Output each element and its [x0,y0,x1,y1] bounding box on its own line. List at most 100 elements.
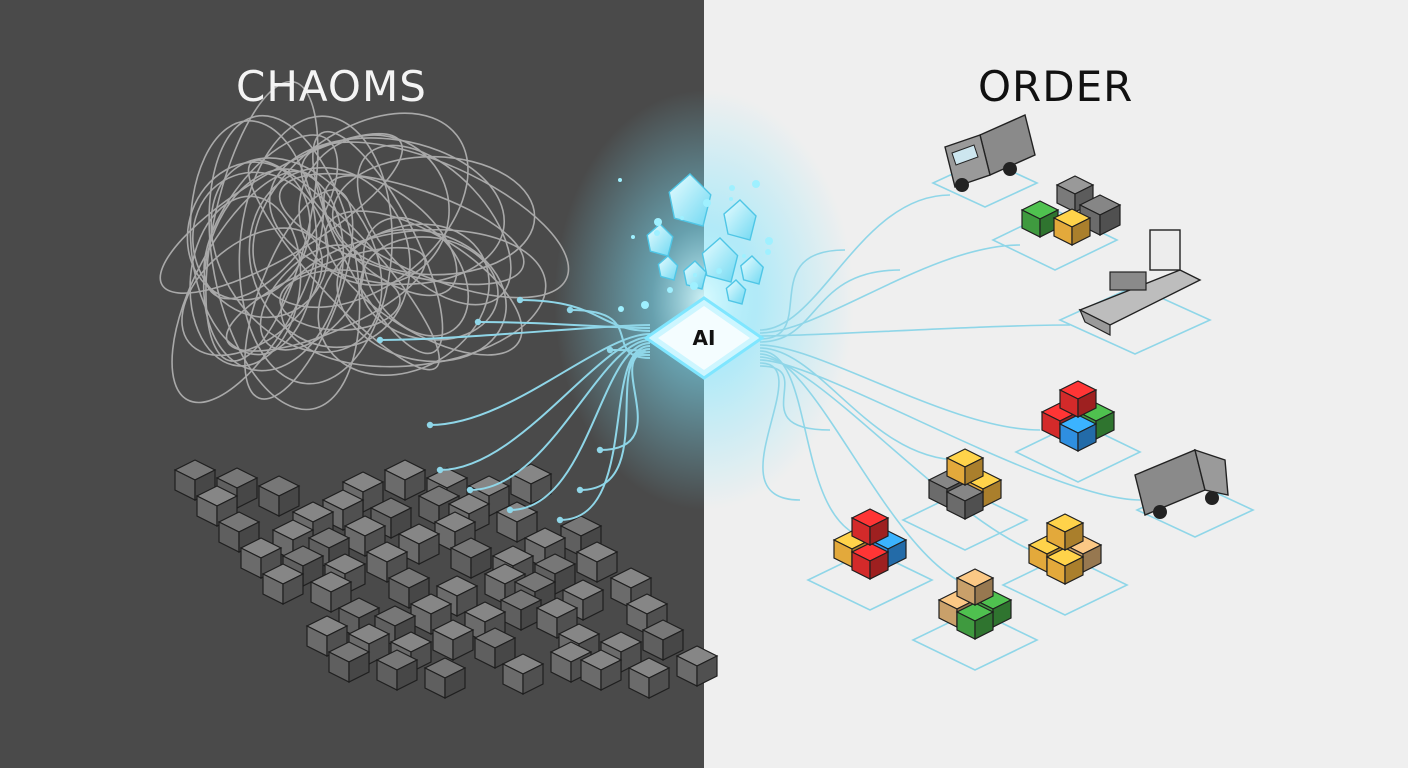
order-cube [850,508,890,546]
wire-loop [248,166,411,349]
cube-pile-icon [173,459,719,699]
flow-line [569,309,651,359]
flow-line [759,244,1021,334]
spark-dot [641,301,649,309]
flow-line [759,194,951,331]
ship-icon [1078,229,1202,336]
ai-chip-label: AI [693,326,716,350]
platform-outline [1014,421,1142,483]
chaos-connection-lines [376,296,651,524]
flow-line [759,344,1041,431]
spark-dot [742,254,746,258]
flow-line [759,365,831,431]
flow-line [759,353,991,591]
grey-cube [431,619,475,661]
crystal-shard [701,237,739,283]
wire-loop [189,195,302,367]
spark-dot [654,218,662,226]
grey-cube [307,527,351,569]
platform-outline [911,609,1039,671]
crystal-shard [740,255,764,285]
grey-cube [423,657,467,699]
grey-cube [575,541,619,583]
flow-node [376,336,384,344]
grey-cube [309,571,353,613]
spark-dot [703,199,711,207]
grey-cube [409,593,453,635]
wire-loop [259,244,365,351]
flow-line [759,269,901,343]
flow-line [469,339,651,491]
crystal-shard [646,223,674,257]
grey-cube [499,589,543,631]
grey-cube [261,563,305,605]
flow-line [429,333,651,426]
platform-outline [806,549,934,611]
wire-loop [208,114,361,411]
grey-cube [627,657,671,699]
ai-chip-icon: AI [643,296,765,380]
grey-cube [535,597,579,639]
wire-loop [210,157,383,354]
grey-cube [239,537,283,579]
spark-dot [752,180,760,188]
flow-line [379,324,651,341]
spark-dot [690,282,698,290]
grey-cube [173,459,217,501]
wire-loop [278,172,525,286]
cube-cluster-icon [832,508,908,580]
wire-loop [252,112,469,309]
wire-loop [300,141,570,299]
spark-dot [654,230,660,236]
flow-node [596,446,604,454]
wire-loop [331,155,536,276]
platform-outline [901,489,1029,551]
wire-loop [244,189,354,400]
order-cube [1020,200,1060,238]
flow-line [759,347,961,461]
truck-icon [1134,448,1229,519]
flow-node [566,306,574,314]
crystal-shard [725,279,747,305]
order-cube [1052,208,1092,246]
flow-line [609,349,651,356]
flow-line [759,249,846,340]
grey-cube [579,649,623,691]
flow-node [606,346,614,354]
order-cube [955,602,995,640]
wire-loop [238,115,393,385]
spark-dot [618,306,624,312]
spark-dot [729,197,733,201]
wire-loop [268,137,506,286]
order-cube [955,568,995,606]
wire-loop [323,174,458,297]
order-network [806,114,1255,671]
wire-loop [317,223,490,377]
flow-node [576,486,584,494]
grey-cube [675,645,719,687]
spark-dot [716,268,722,274]
flow-line [519,299,651,332]
platform-outline [1001,554,1129,616]
flow-node [474,318,482,326]
grey-cube [501,653,545,695]
cube-cluster-icon [937,568,1013,640]
cube-cluster-icon [927,448,1003,520]
spark-dot [667,287,673,293]
order-cube [945,482,985,520]
flow-node [556,516,564,524]
flow-line [439,336,651,471]
wire-loop [189,120,318,356]
order-cube [945,448,985,486]
wire-loop [280,228,547,368]
wire-loop [192,171,329,319]
grey-cube [449,537,493,579]
spark-dot [765,237,773,245]
flow-line [477,321,651,329]
wire-loop [312,130,444,355]
spark-dot [680,216,684,220]
spark-dot [631,235,635,239]
crystal-shard [723,199,757,241]
